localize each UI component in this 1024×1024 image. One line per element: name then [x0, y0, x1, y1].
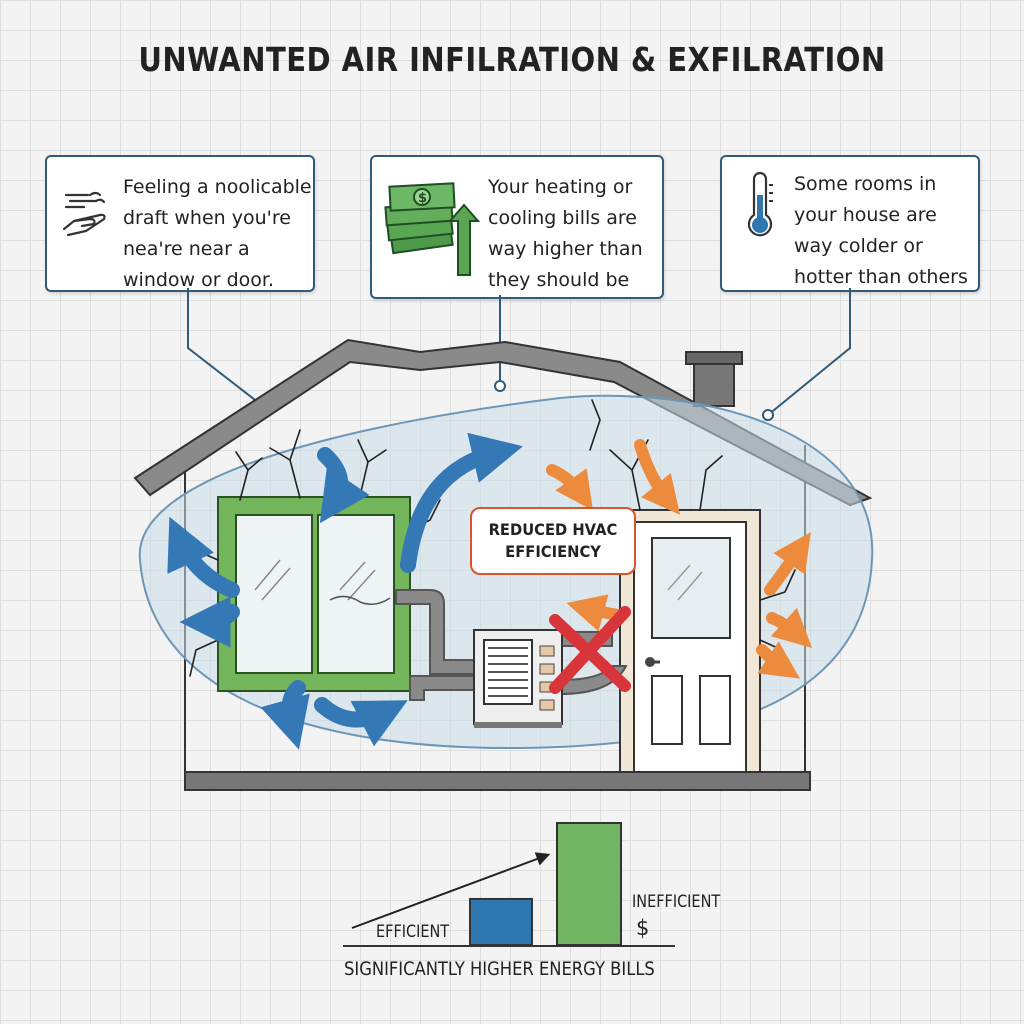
warm-air-arrows	[546, 439, 813, 679]
thermometer-icon	[742, 171, 778, 248]
callout-bills: $ Your heating or cooling bills are way …	[370, 155, 664, 299]
energy-bills-chart	[343, 822, 675, 947]
door	[619, 509, 761, 773]
callout-bills-text: Your heating or cooling bills are way hi…	[488, 176, 643, 291]
draft-hand-icon	[60, 185, 116, 246]
cold-air-arrows	[167, 432, 523, 750]
dollar-sign: $	[636, 916, 650, 940]
callout-temperature: Some rooms in your house are way colder …	[720, 155, 980, 292]
svg-text:$: $	[418, 191, 427, 206]
page-title: UNWANTED AIR INFILRATION & EXFILRATION	[138, 40, 886, 79]
bar-efficient	[469, 897, 533, 947]
callout-connectors	[187, 288, 851, 416]
bar-label-efficient: EFFICIENT	[376, 922, 450, 942]
chart-caption: SIGNIFICANTLY HIGHER ENERGY BILLS	[344, 958, 655, 980]
trend-arrow	[351, 852, 551, 929]
bar-inefficient	[556, 822, 622, 946]
hvac-efficiency-label: REDUCED HVAC EFFICIENCY	[470, 507, 636, 575]
hvac-unit	[473, 629, 563, 728]
callout-draft: Feeling a noolicable draft when you're n…	[45, 155, 315, 292]
failure-x-icon	[549, 606, 631, 694]
window	[217, 496, 411, 692]
chimney	[693, 361, 735, 407]
callout-temperature-text: Some rooms in your house are way colder …	[794, 173, 968, 288]
money-stack-icon: $	[378, 175, 483, 290]
bar-label-inefficient: INEFFICIENT	[632, 892, 721, 912]
callout-draft-text: Feeling a noolicable draft when you're n…	[123, 176, 312, 291]
